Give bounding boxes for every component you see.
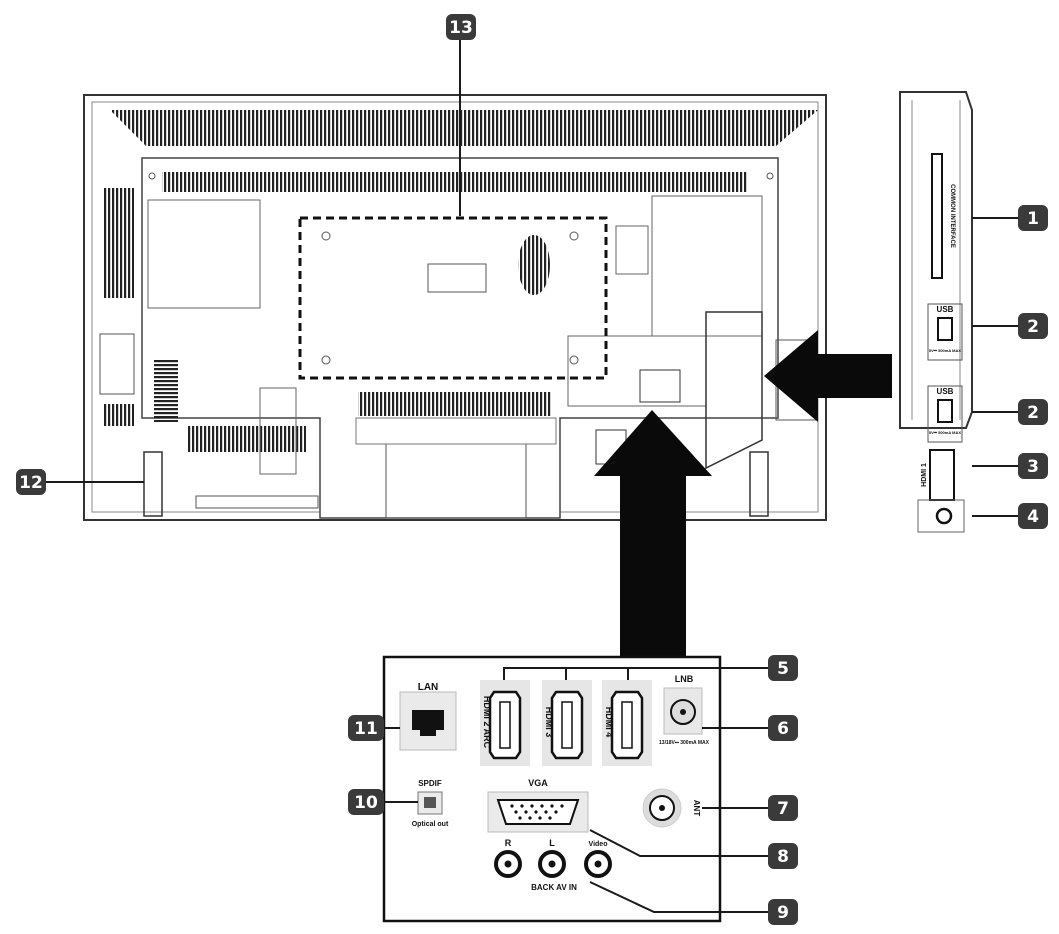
ant-label: ANT <box>692 800 701 817</box>
usb-bottom-sublabel: 5V⎓ 500mA MAX <box>929 430 961 435</box>
vga-port <box>496 799 580 825</box>
lan-label: LAN <box>418 682 439 693</box>
hdmi3-port <box>550 690 584 760</box>
hdmi4-port <box>610 690 644 760</box>
callout-5: 5 <box>768 655 798 681</box>
hdmi-ports <box>480 680 652 766</box>
callout-1: 1 <box>1018 205 1048 231</box>
r-label: R <box>505 838 512 848</box>
callout-9: 9 <box>768 899 798 925</box>
spdif-label: SPDIF <box>418 779 442 788</box>
callout-13: 13 <box>446 14 476 40</box>
svg-text:6: 6 <box>777 719 789 739</box>
l-label: L <box>549 838 555 848</box>
svg-text:13: 13 <box>449 18 473 38</box>
hdmi2-port <box>488 690 522 760</box>
hdmi1-port <box>929 449 955 501</box>
lnb-sublabel: 13/18V⎓ 300mA MAX <box>659 740 710 746</box>
callout-6: 6 <box>768 715 798 741</box>
usb-port-bottom <box>937 399 953 423</box>
callout-12: 12 <box>16 469 46 495</box>
svg-text:9: 9 <box>777 903 789 923</box>
tv-back-panel <box>83 94 827 521</box>
optical-out-label: Optical out <box>412 821 449 828</box>
svg-text:10: 10 <box>354 793 378 813</box>
arrow-rear-panel <box>594 410 712 656</box>
callout-4: 4 <box>1018 503 1048 529</box>
left-side-vent <box>104 188 134 298</box>
svg-text:7: 7 <box>777 799 789 819</box>
lnb-label: LNB <box>675 674 694 684</box>
svg-text:8: 8 <box>777 847 789 867</box>
hdmi2-label: HDMI 2 ARC <box>482 696 492 749</box>
svg-text:1: 1 <box>1027 209 1039 229</box>
callout-5-bracket <box>503 667 768 680</box>
back-av-in-label: BACK AV IN <box>531 883 577 892</box>
hdmi1-label: HDMI 1 <box>921 463 928 487</box>
upper-vent-strip <box>162 172 748 192</box>
vga-label: VGA <box>528 778 548 788</box>
callout-11: 11 <box>348 715 384 741</box>
usb-bottom-label: USB <box>937 387 954 396</box>
callout-8: 8 <box>768 843 798 869</box>
svg-text:5: 5 <box>777 659 789 679</box>
callout-7: 7 <box>768 795 798 821</box>
svg-text:3: 3 <box>1027 457 1039 477</box>
hdmi4-label: HDMI 4 <box>604 707 614 738</box>
callout-badges: 13 1 2 2 3 4 12 5 6 7 8 9 10 11 <box>16 14 1048 925</box>
hdmi3-label: HDMI 3 <box>544 707 554 738</box>
arrow-side-panel <box>764 330 892 422</box>
tv-side-panel <box>899 91 973 533</box>
callout-3: 3 <box>1018 453 1048 479</box>
svg-text:4: 4 <box>1027 507 1039 527</box>
usb-top-label: USB <box>937 305 954 314</box>
callout-2a: 2 <box>1018 313 1048 339</box>
ci-slot <box>931 153 943 279</box>
rca-jacks <box>494 850 612 878</box>
video-label: Video <box>589 841 608 848</box>
svg-text:2: 2 <box>1027 403 1039 423</box>
top-vent-grille <box>110 110 818 146</box>
side-callout-lines <box>972 217 1018 517</box>
headphone-jack <box>935 507 953 525</box>
ci-label: COMMON INTERFACE <box>949 184 955 248</box>
svg-text:11: 11 <box>354 719 378 739</box>
usb-top-sublabel: 5V⎓ 500mA MAX <box>929 348 961 353</box>
callout-10: 10 <box>348 789 384 815</box>
callout-2b: 2 <box>1018 399 1048 425</box>
lan-port <box>412 710 444 736</box>
svg-text:12: 12 <box>19 473 43 493</box>
svg-text:2: 2 <box>1027 317 1039 337</box>
usb-port-top <box>937 317 953 341</box>
vesa-mount-area <box>298 216 608 380</box>
